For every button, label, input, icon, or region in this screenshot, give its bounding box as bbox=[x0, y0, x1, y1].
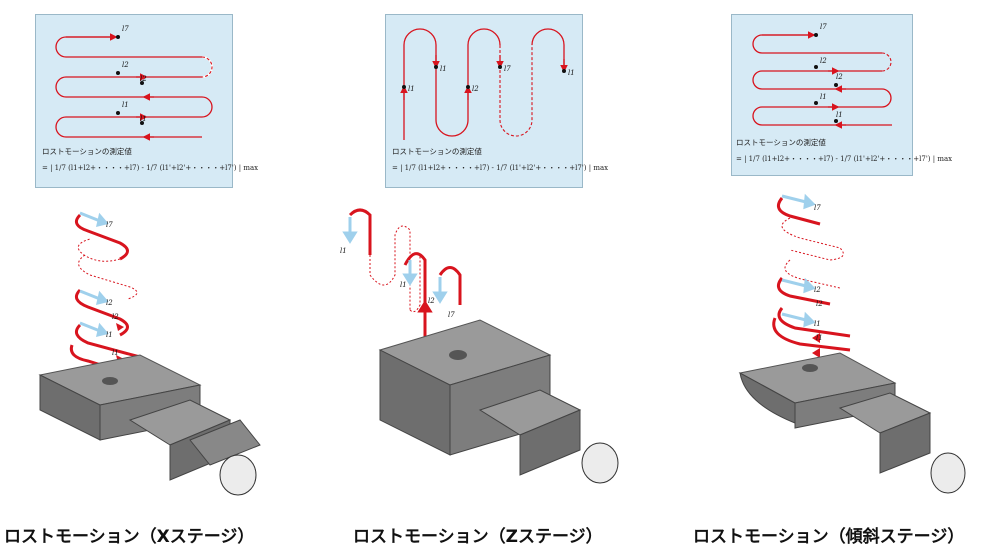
tilt-helix-label: l2 bbox=[814, 286, 821, 294]
tilt-helix-label: l1 bbox=[816, 334, 823, 342]
z-stage-illustration: l1 l1 l2 l7 bbox=[340, 208, 619, 484]
formula-title: ロストモーションの測定値 bbox=[736, 138, 826, 147]
x-point-label: l2 bbox=[122, 61, 129, 69]
z-helix-label: l2 bbox=[428, 297, 435, 305]
tilt-point-label: l1 bbox=[820, 93, 827, 101]
z-point-label: l1 bbox=[440, 65, 447, 73]
tilt-point-label: l2 bbox=[820, 57, 827, 65]
x-stage-path-diagram: l7 l2 l2 l1 l1 bbox=[55, 25, 213, 141]
tilt-stage-path-diagram: l7 l2 l2 l1 l1 bbox=[752, 23, 892, 129]
x-point-label: l7 bbox=[122, 25, 129, 33]
z-stage-path-diagram: l1 l1 l2 l7 l1 bbox=[400, 28, 575, 140]
x-point-label: l1 bbox=[140, 115, 147, 123]
formula: = | 1/7 (l1+l2+・・・・+l7) - 1/7 (l1'+l2'+・… bbox=[736, 155, 953, 163]
z-point-label: l1 bbox=[568, 69, 575, 77]
formula-title: ロストモーションの測定値 bbox=[392, 147, 482, 156]
z-helix-label: l1 bbox=[340, 247, 347, 255]
formula: = | 1/7 (l1+l2+・・・・+l7) - 1/7 (l1'+l2'+・… bbox=[392, 164, 609, 172]
z-helix-label: l1 bbox=[400, 281, 407, 289]
tilt-stage-caption: ロストモーション（傾斜ステージ） bbox=[693, 527, 965, 547]
x-stage-illustration: l7 l2 l2 l1 l1 bbox=[38, 211, 261, 496]
x-point-label: l1 bbox=[122, 101, 129, 109]
tilt-stage-chart-box: l7 l2 l2 l1 l1 ロストモーションの測定値 = | 1/7 (l1+… bbox=[731, 14, 952, 176]
tilt-helix-label: l1 bbox=[814, 320, 821, 328]
tilt-helix-label: l2 bbox=[816, 300, 823, 308]
x-stage-chart-box: l7 l2 l2 l1 l1 ロストモーションの測定値 = | 1/7 (l1+… bbox=[35, 14, 258, 188]
tilt-point-label: l2 bbox=[836, 73, 843, 81]
z-stage-chart-box: l1 l1 l2 l7 l1 ロストモーションの測定値 = | 1/7 (l1+… bbox=[385, 14, 608, 188]
tilt-point-label: l7 bbox=[820, 23, 827, 31]
z-helix-label: l7 bbox=[448, 311, 455, 319]
formula-title: ロストモーションの測定値 bbox=[42, 147, 132, 156]
z-stage-caption: ロストモーション（Zステージ） bbox=[353, 527, 603, 547]
formula: = | 1/7 (l1+l2+・・・・+l7) - 1/7 (l1'+l2'+・… bbox=[42, 164, 259, 172]
x-helix-label: l2 bbox=[112, 313, 119, 321]
x-helix-label: l7 bbox=[106, 221, 113, 229]
tilt-helix-label: l7 bbox=[814, 204, 821, 212]
z-point-label: l2 bbox=[472, 85, 479, 93]
z-point-label: l1 bbox=[408, 85, 415, 93]
x-helix-label: l2 bbox=[106, 299, 113, 307]
tilt-point-label: l1 bbox=[836, 111, 843, 119]
x-helix-label: l1 bbox=[112, 349, 119, 357]
x-helix-label: l1 bbox=[106, 331, 113, 339]
x-point-label: l2 bbox=[140, 75, 147, 83]
x-stage-caption: ロストモーション（Xステージ） bbox=[4, 527, 255, 547]
tilt-stage-illustration: l7 l2 l2 l1 l1 bbox=[738, 193, 966, 494]
z-point-label: l7 bbox=[504, 65, 511, 73]
